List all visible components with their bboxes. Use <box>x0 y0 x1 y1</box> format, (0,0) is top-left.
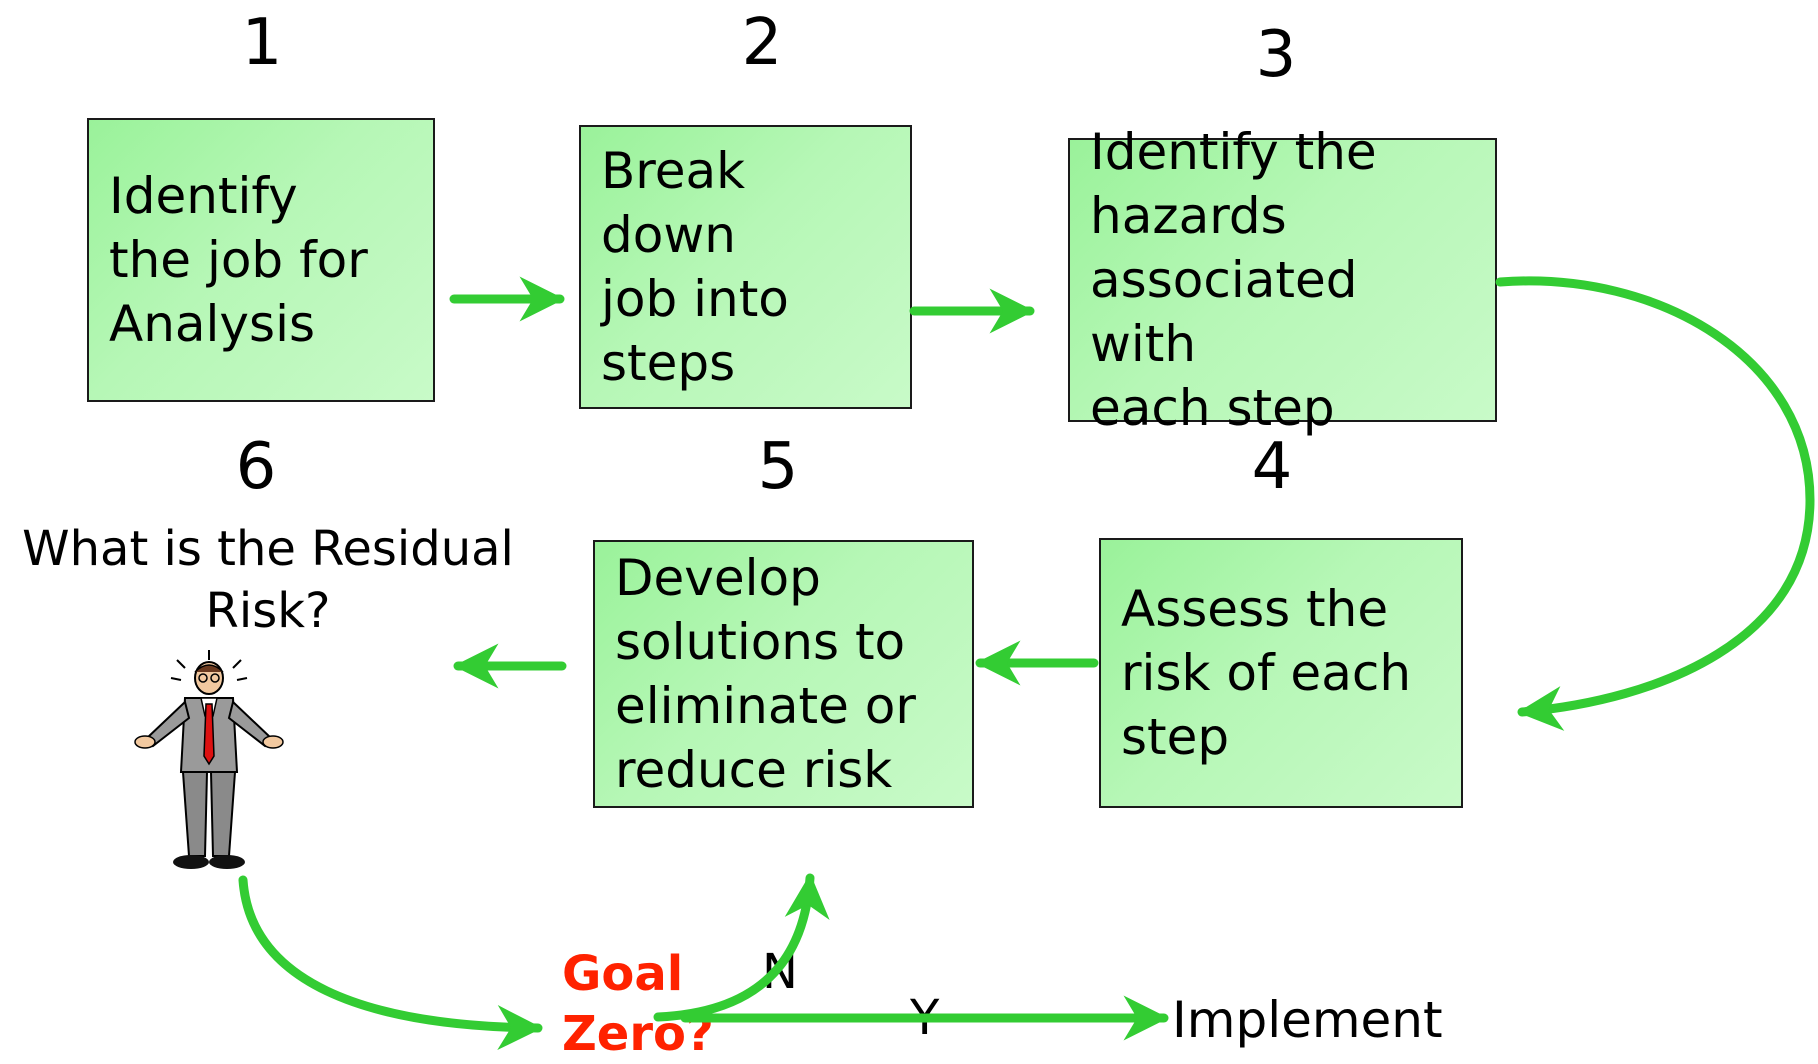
step-6-question: What is the Residual Risk? <box>22 521 514 639</box>
shrugging-man-icon <box>134 650 284 869</box>
step-4-text: Assess the risk of each step <box>1121 580 1412 766</box>
step-5-box: Develop solutions to eliminate or reduce… <box>593 540 974 808</box>
goal-zero-decision: Goal Zero? <box>562 946 714 1062</box>
step-1-text: Identify the job for Analysis <box>109 167 368 353</box>
implement-outcome: Implement <box>1172 991 1443 1049</box>
step-4-number: 4 <box>1251 430 1293 504</box>
step-5-text: Develop solutions to eliminate or reduce… <box>615 549 916 799</box>
step-1-box: Identify the job for Analysis <box>87 118 435 402</box>
step-2-text: Break down job into steps <box>601 142 789 392</box>
arrow-3-to-4 <box>1495 276 1815 731</box>
step-3-number: 3 <box>1255 18 1297 92</box>
step-3-text: Identify the hazards associated with eac… <box>1090 123 1377 437</box>
step-4-box: Assess the risk of each step <box>1099 538 1463 808</box>
step-2-number: 2 <box>741 6 783 80</box>
step-6-number: 6 <box>235 430 277 504</box>
step-1-number: 1 <box>241 6 283 80</box>
arrow-no-to-step-5 <box>653 873 830 1022</box>
arrow-6-to-decision <box>238 875 543 1051</box>
step-5-number: 5 <box>757 430 799 504</box>
step-2-box: Break down job into steps <box>579 125 912 409</box>
